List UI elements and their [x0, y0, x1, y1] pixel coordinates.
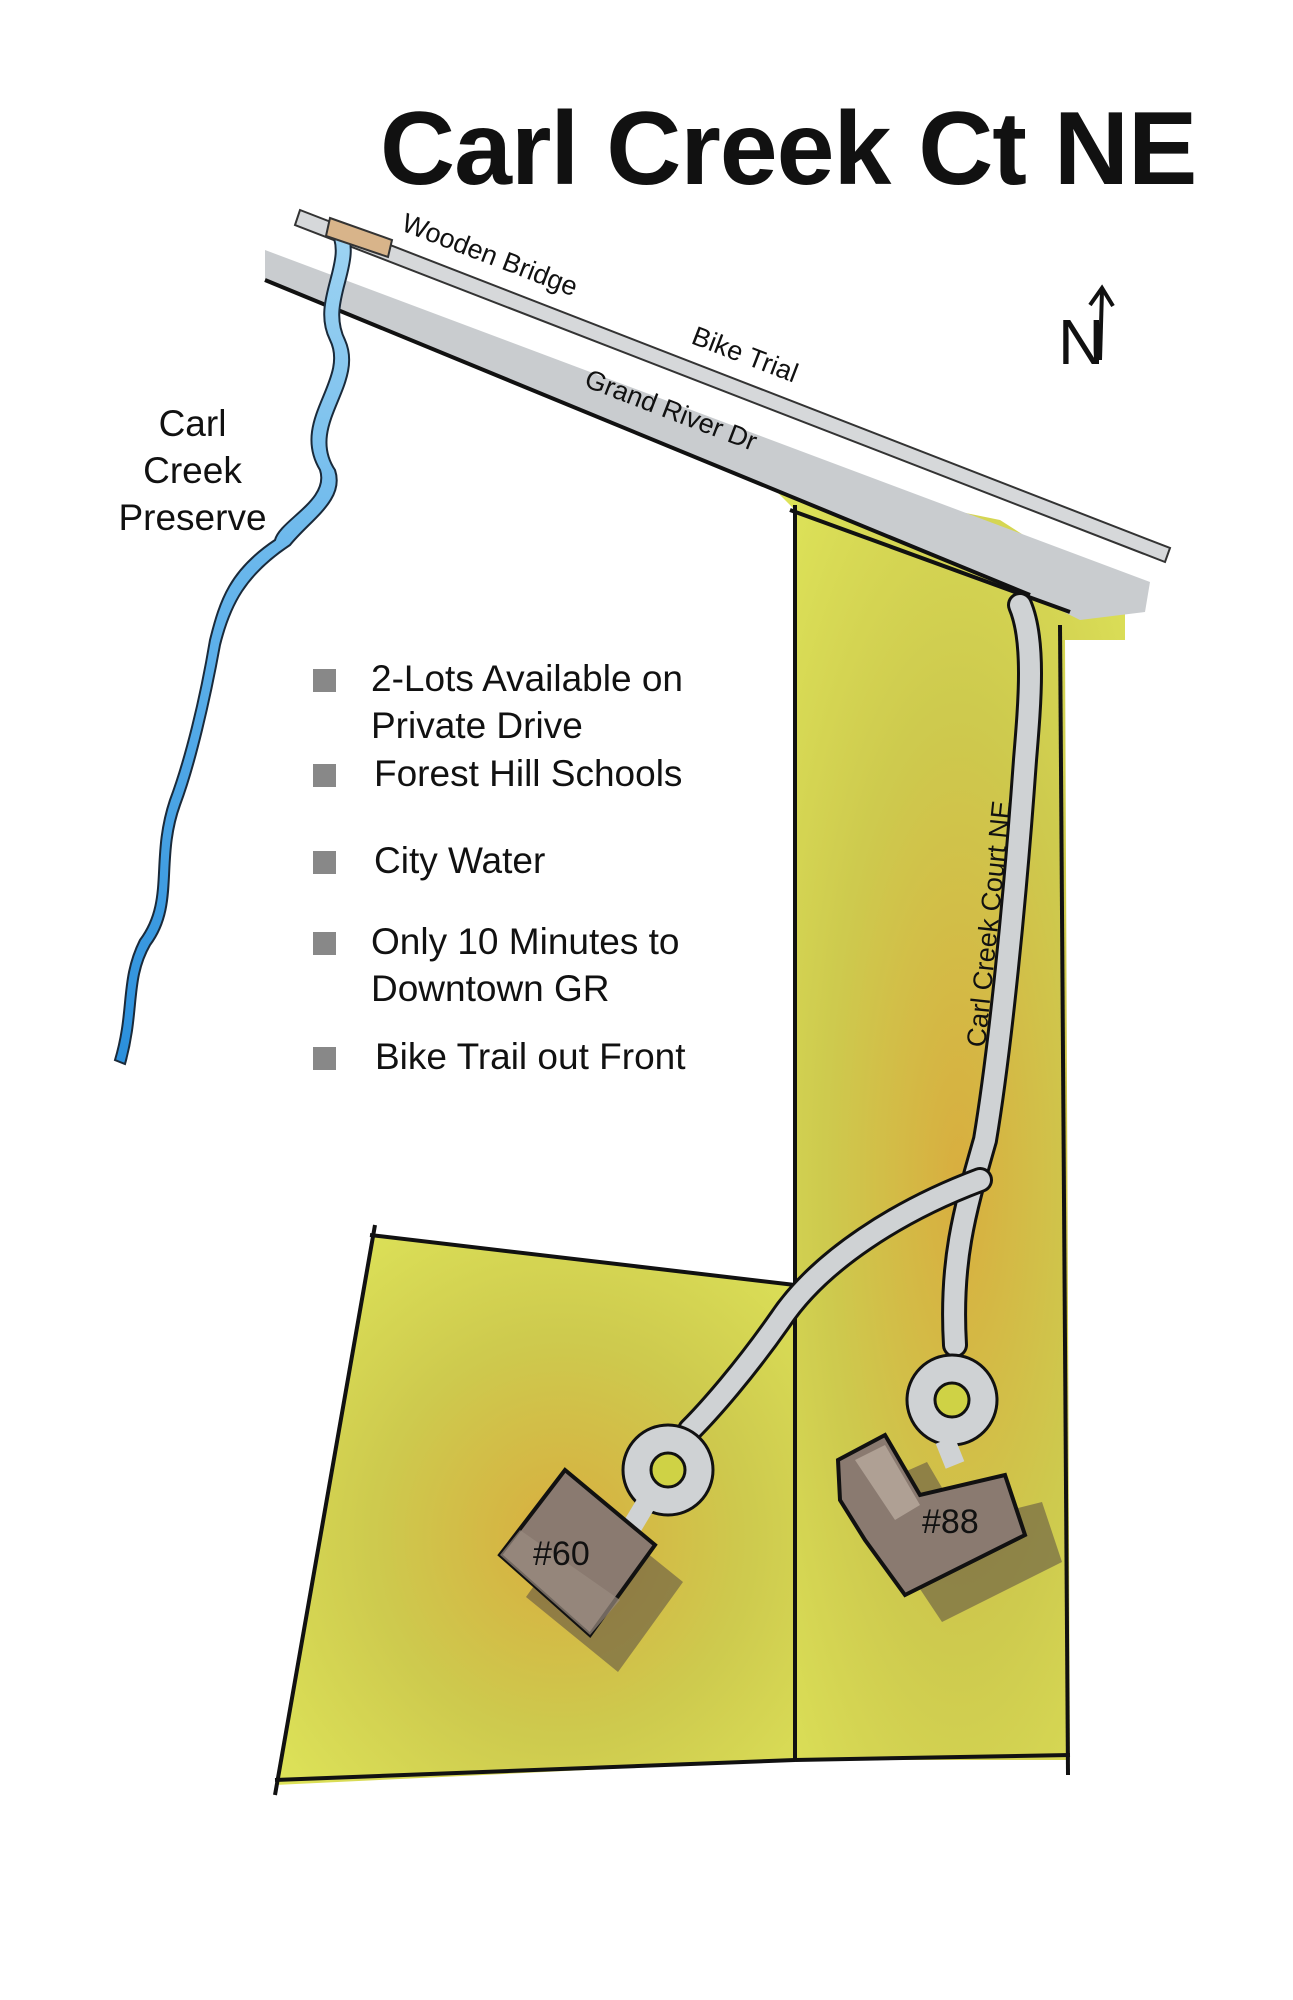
feature-text: Only 10 Minutes to Downtown GR: [371, 921, 680, 1009]
bullet-square-icon: [313, 764, 336, 787]
bullet-square-icon: [313, 851, 336, 874]
preserve-label: Carl Creek Preserve: [110, 400, 275, 541]
wooden-bridge: [324, 216, 394, 259]
feature-text: Bike Trail out Front: [375, 1036, 686, 1077]
north-arrow-icon: [1088, 284, 1115, 361]
bullet-square-icon: [313, 1047, 336, 1070]
house-88: [835, 1432, 1062, 1622]
bullet-square-icon: [313, 932, 336, 955]
north-label: N: [1058, 306, 1104, 378]
feature-text: 2-Lots Available on Private Drive: [371, 658, 683, 746]
preserve-label-line: Preserve: [118, 497, 267, 538]
house-60: [497, 1467, 683, 1672]
carl-creek: [113, 223, 352, 1066]
grand-river-road: [265, 250, 1150, 620]
preserve-label-line: Creek: [143, 450, 242, 491]
lot-60-label: #60: [533, 1535, 590, 1573]
private-drive: [621, 592, 1043, 1536]
lot-88-label: #88: [922, 1503, 979, 1541]
preserve-label-line: Carl: [158, 403, 227, 444]
map-title: Carl Creek Ct NE: [380, 91, 1197, 207]
bike-trail: [293, 208, 1172, 564]
lot-boundaries: [273, 505, 1071, 1796]
bullet-square-icon: [313, 669, 336, 692]
feature-text: Forest Hill Schools: [374, 753, 683, 794]
feature-text: City Water: [374, 840, 546, 881]
